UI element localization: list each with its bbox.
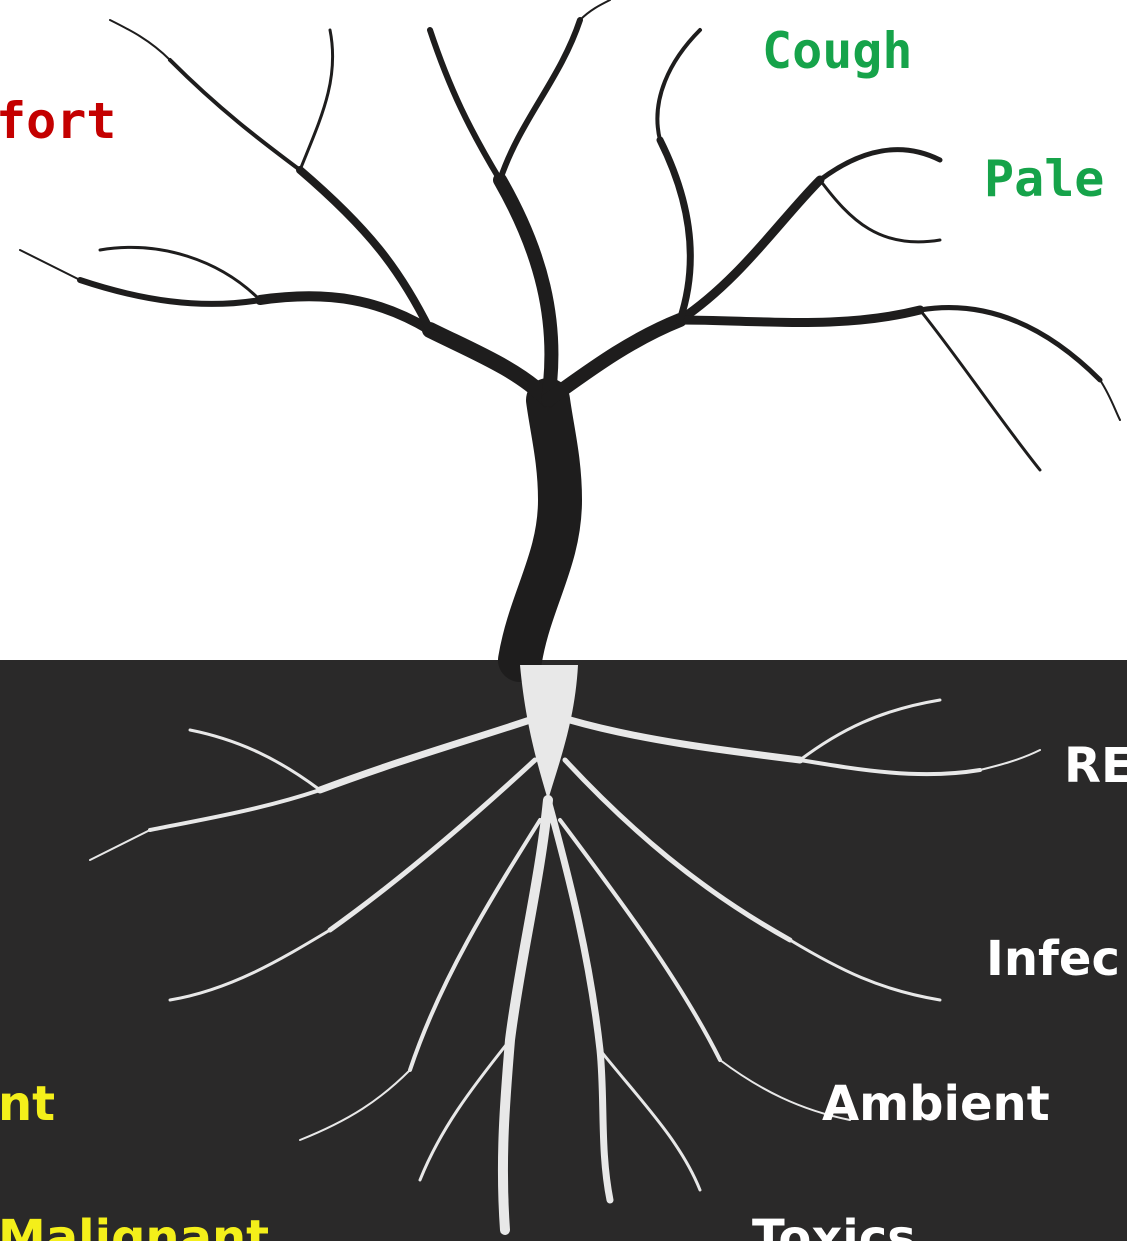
cause-nt-label: nt xyxy=(0,1080,55,1128)
symptom-comfort-label: fort xyxy=(0,96,116,146)
cause-infec-label: Infec xyxy=(986,935,1120,983)
cause-malignant-label: Malignant xyxy=(0,1214,269,1241)
cause-re-label: RE xyxy=(1064,742,1127,790)
symptom-pale-label: Pale xyxy=(984,154,1104,204)
cause-toxics-label: Toxics xyxy=(752,1214,916,1241)
root-system xyxy=(90,665,1040,1230)
symptom-cough-label: Cough xyxy=(762,26,913,76)
tree-silhouette xyxy=(20,0,1120,660)
cause-ambient-label: Ambient xyxy=(822,1080,1050,1128)
